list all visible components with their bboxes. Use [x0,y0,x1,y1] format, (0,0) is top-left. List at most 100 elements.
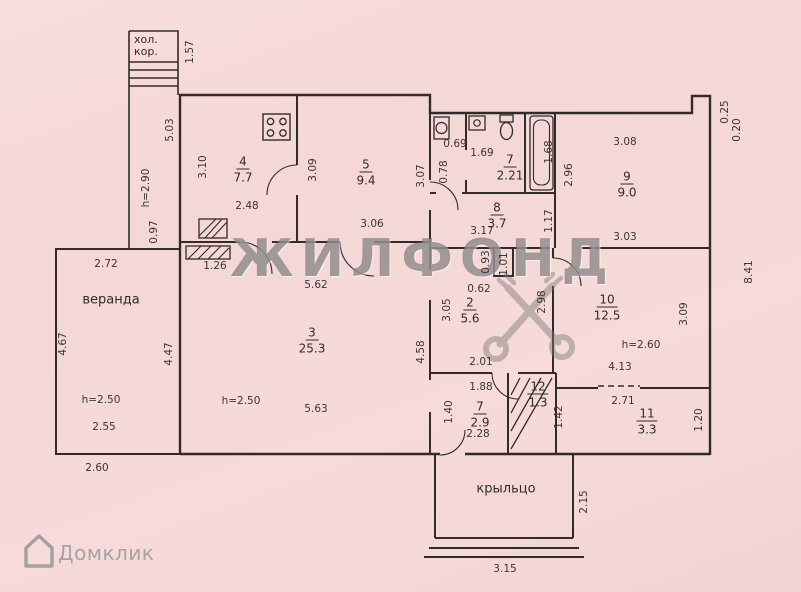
dim-1-26: 1.26 [203,259,227,272]
door-arcs [239,164,582,456]
room-4-number: 4 [236,156,250,170]
stairs-icon [510,377,553,450]
room-5-label: 5 9.4 [356,156,375,187]
dim-0-62: 0.62 [467,282,491,295]
room-7-bottom-label: 7 2.9 [470,398,489,429]
veranda-label: веранда [82,292,140,308]
dim-2-15: 2.15 [577,490,590,514]
room-5-number: 5 [359,159,373,173]
room-7-bottom-number: 7 [473,401,487,415]
room-8-number: 8 [490,202,504,216]
room-2-area: 5.6 [460,311,480,326]
dim-3-08: 3.08 [613,135,637,148]
room-9-number: 9 [620,171,634,185]
brand-logo-text: Домклик [58,541,155,565]
room-11-area: 3.3 [637,422,657,437]
dim-2-01: 2.01 [469,355,493,368]
room-10-area: 12.5 [593,308,621,323]
water-heater-icon [433,116,450,140]
room-4-area: 7.7 [233,170,253,185]
dim-4-67: 4.67 [56,332,69,356]
dim-4-47: 4.47 [162,342,175,366]
dim-5-62: 5.62 [304,278,328,291]
dim-0-97: 0.97 [147,220,160,244]
dim-h-2-50-room3: h=2.50 [221,394,261,407]
keys-watermark-icon [483,271,575,362]
room-12-label: 12 1.3 [527,378,549,410]
dim-1-69: 1.69 [470,146,494,159]
porch-walls [424,455,584,558]
room-7-bottom-area: 2.9 [470,415,490,430]
room-8-label: 8 3.7 [487,199,506,230]
dim-3-06: 3.06 [360,217,384,230]
dim-h-2-60: h=2.60 [621,338,661,351]
dim-3-09-b: 3.09 [677,302,690,326]
dim-3-15: 3.15 [493,562,517,575]
dim-2-55: 2.55 [92,420,116,433]
dim-2-28: 2.28 [466,427,490,440]
dim-4-58: 4.58 [414,340,427,364]
room-7-top-label: 7 2.21 [497,151,524,182]
dim-2-96: 2.96 [562,163,575,187]
room-11-number: 11 [636,408,658,422]
dim-2-60: 2.60 [85,461,109,474]
dim-3-17: 3.17 [470,224,494,237]
cold-corridor-line2: кор. [134,45,158,58]
room-8-area: 3.7 [487,216,507,231]
room-7-top-area: 2.21 [496,168,524,183]
dim-3-05: 3.05 [440,298,453,322]
dim-1-57: 1.57 [183,40,196,64]
dim-2-48: 2.48 [235,199,259,212]
room-12-area: 1.3 [528,395,548,410]
dim-3-09-a: 3.09 [306,158,319,182]
porch-label: крыльцо [476,481,536,497]
room-10-number: 10 [596,294,618,308]
dim-h-2-50-veranda: h=2.50 [81,393,121,406]
room-9-label: 9 9.0 [617,168,636,199]
house-icon [24,534,54,568]
room-3-number: 3 [305,327,319,341]
dim-1-40: 1.40 [442,400,455,424]
room-3-area: 25.3 [298,341,326,356]
dim-5-03: 5.03 [163,118,176,142]
dim-5-63: 5.63 [304,402,328,415]
dim-3-03: 3.03 [613,230,637,243]
sink-icon [468,115,486,131]
dim-2-71: 2.71 [611,394,635,407]
dim-8-41: 8.41 [742,260,755,284]
outer-walls [178,93,712,456]
dim-1-42: 1.42 [552,405,565,429]
dim-0-69: 0.69 [443,137,467,150]
watermark-text: ЖИЛФОНД [230,229,615,289]
entry-hatch [185,245,231,260]
dim-0-93: 0.93 [479,250,492,274]
dim-h-2-90: h=2.90 [139,168,152,208]
furnace-hatch [198,218,228,239]
room-2-number: 2 [463,297,477,311]
dim-2-98: 2.98 [535,290,548,314]
dim-3-07: 3.07 [414,164,427,188]
cold-corridor-line1: хол. [134,33,158,46]
dim-4-13: 4.13 [608,360,632,373]
cold-corridor-walls [128,30,179,248]
room-9-area: 9.0 [617,185,637,200]
room-12-number: 12 [527,381,549,395]
room-2-label: 2 5.6 [460,294,479,325]
room-11-label: 11 3.3 [636,405,658,437]
dim-1-20: 1.20 [692,408,705,432]
interior-walls [180,95,710,454]
dim-1-01: 1.01 [497,252,510,276]
dim-1-88: 1.88 [469,380,493,393]
toilet-icon [499,114,514,141]
cold-corridor-label: хол. кор. [134,34,158,58]
room-5-area: 9.4 [356,173,376,188]
room-4-label: 4 7.7 [233,153,252,184]
dim-0-25: 0.25 [718,100,731,124]
veranda-walls [55,248,180,455]
dim-0-20: 0.20 [730,118,743,142]
dim-0-78: 0.78 [437,160,450,184]
bathtub-icon [529,115,554,191]
room-3-label: 3 25.3 [299,324,326,355]
